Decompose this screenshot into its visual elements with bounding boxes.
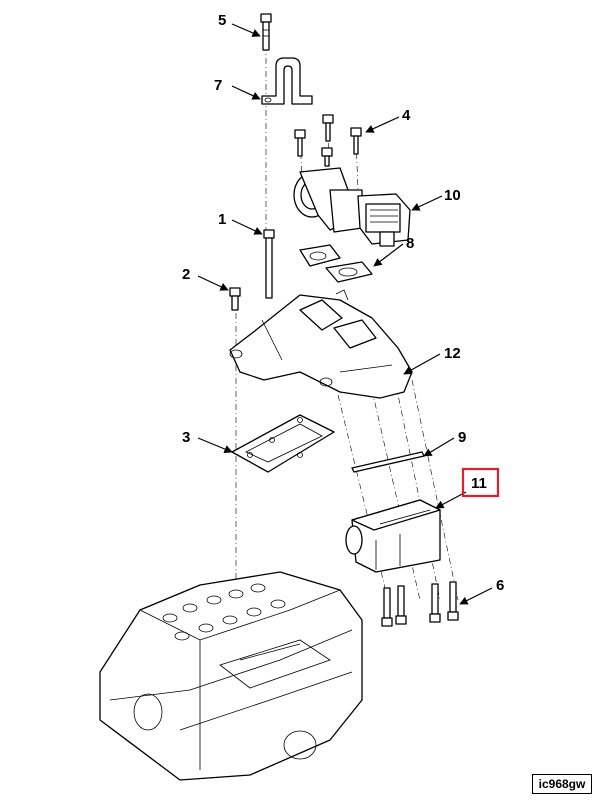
callout-2: 2: [182, 266, 190, 283]
callout-5: 5: [218, 12, 226, 29]
cooler-module-part-11: [345, 499, 441, 573]
callout-8: 8: [406, 235, 414, 252]
gasket-part-3: [231, 414, 335, 473]
callout-labels: 5 7 4 10 1 8 2 12 3 9 11 6: [182, 12, 504, 594]
gaskets-part-8: [299, 244, 373, 283]
callout-3: 3: [182, 429, 190, 446]
bolt-part-2: [229, 287, 241, 311]
callout-12: 12: [444, 345, 461, 362]
callout-1: 1: [218, 211, 226, 228]
gasket-part-9: [351, 451, 425, 473]
valve-springs: [162, 583, 286, 641]
callout-10: 10: [444, 187, 461, 204]
figure-id-label: ic968gw: [532, 774, 592, 794]
callout-4: 4: [402, 107, 411, 124]
callout-11: 11: [471, 475, 487, 492]
callout-6: 6: [496, 577, 504, 594]
valve-assembly-part-10: [293, 167, 411, 247]
callout-9: 9: [458, 429, 466, 446]
highlight-box-11: [461, 467, 500, 498]
manifold-housing-part-12: [229, 289, 413, 399]
leader-lines: [197, 23, 493, 605]
engine-cylinder-head: [99, 571, 363, 781]
long-bolt-part-1: [263, 229, 275, 299]
bolts-part-6: [381, 581, 459, 627]
bracket-part-7: [261, 57, 313, 105]
callout-7: 7: [214, 77, 222, 94]
bolts-part-4: [294, 114, 362, 167]
stud-bolt-part-5: [260, 13, 272, 51]
